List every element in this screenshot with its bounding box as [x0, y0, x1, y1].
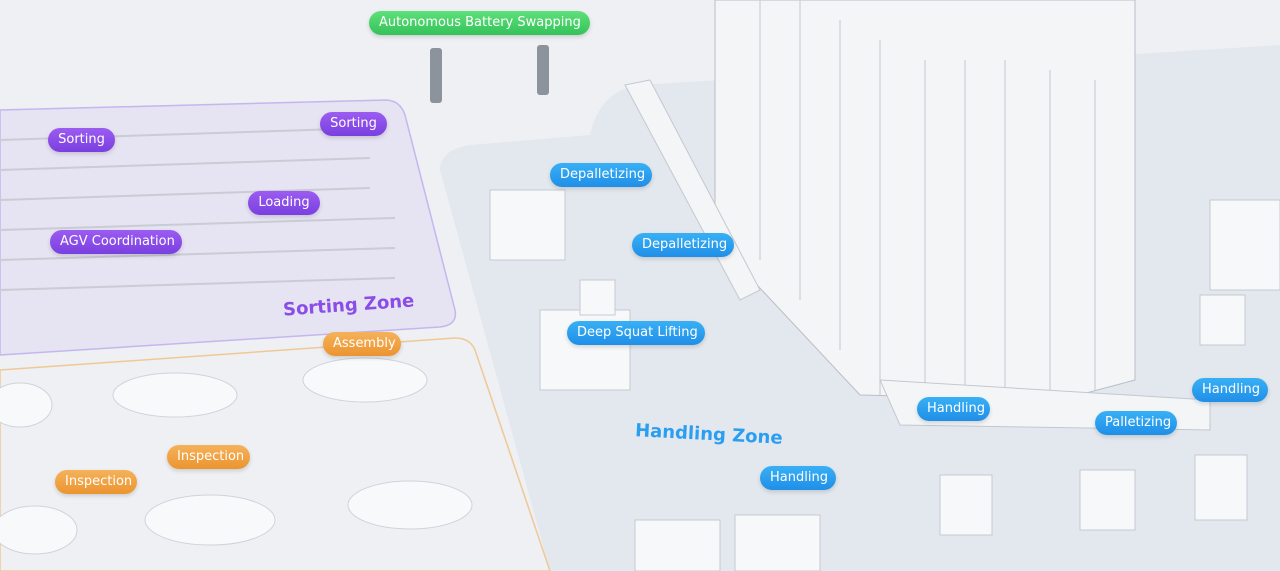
- label-handling-1: Handling: [917, 397, 990, 421]
- label-loading: Loading: [248, 191, 320, 215]
- battery-stations: [430, 45, 549, 103]
- label-deep-squat-lifting: Deep Squat Lifting: [567, 321, 705, 345]
- label-agv-coordination: AGV Coordination: [50, 230, 182, 254]
- label-inspection-1: Inspection: [167, 445, 250, 469]
- pallet-stacks: [489, 189, 1280, 571]
- label-handling-3: Handling: [1192, 378, 1268, 402]
- label-sorting-1: Sorting: [48, 128, 115, 152]
- label-battery-swapping: Autonomous Battery Swapping: [369, 11, 590, 35]
- label-handling-2: Handling: [760, 466, 836, 490]
- label-inspection-2: Inspection: [55, 470, 137, 494]
- label-sorting-2: Sorting: [320, 112, 387, 136]
- assembly-lines: [0, 357, 473, 555]
- label-palletizing: Palletizing: [1095, 411, 1177, 435]
- label-depalletizing-1: Depalletizing: [550, 163, 652, 187]
- sorting-zone-area: [0, 99, 457, 356]
- sorting-shelves: [0, 127, 396, 291]
- label-assembly: Assembly: [323, 332, 401, 356]
- label-depalletizing-2: Depalletizing: [632, 233, 734, 257]
- assembly-zone-area: [0, 337, 551, 571]
